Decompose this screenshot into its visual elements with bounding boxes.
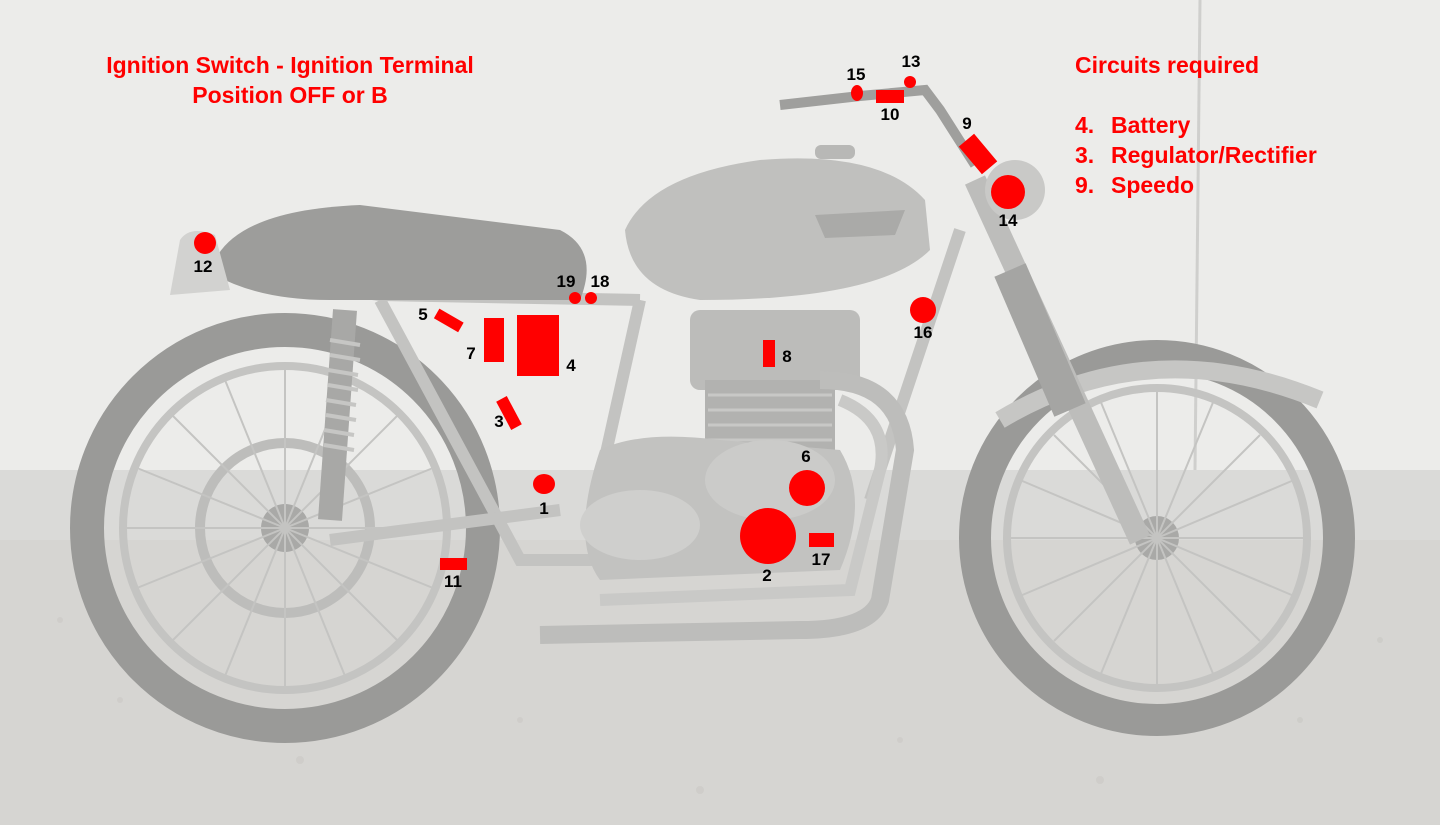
circuit-item: 3.Regulator/Rectifier [1075, 142, 1317, 168]
component-label: 5 [418, 305, 428, 324]
marker-10 [876, 90, 904, 103]
marker-7 [484, 318, 504, 362]
marker-16 [910, 297, 936, 323]
rear-wheel [70, 313, 500, 743]
component-label: 2 [762, 566, 772, 585]
front-wheel [959, 340, 1355, 736]
component-label: 10 [880, 105, 900, 124]
component-label: 1 [539, 499, 549, 518]
component-label: 13 [901, 52, 921, 71]
component-label: 8 [782, 347, 792, 366]
component-label: 16 [913, 323, 933, 342]
circuit-item: 9.Speedo [1075, 172, 1195, 198]
diagram-title: Ignition Switch - Ignition Terminal [106, 52, 474, 78]
diagram-subtitle: Position OFF or B [192, 82, 388, 108]
component-label: 7 [466, 344, 476, 363]
component-label: 17 [811, 550, 831, 569]
marker-17 [809, 533, 834, 547]
marker-11 [440, 558, 467, 570]
marker-9 [958, 133, 998, 175]
marker-3 [496, 396, 522, 430]
circuits-panel: Circuits required 4.Battery 3.Regulator/… [1075, 50, 1317, 200]
marker-5 [433, 308, 464, 333]
component-label: 12 [193, 257, 213, 276]
component-label: 9 [962, 114, 972, 133]
marker-18 [585, 292, 597, 304]
component-label: 4 [566, 356, 576, 375]
marker-2 [740, 508, 796, 564]
marker-15 [851, 85, 863, 101]
component-label: 3 [494, 412, 504, 431]
marker-8 [763, 340, 775, 367]
component-label: 11 [444, 572, 462, 591]
component-label: 15 [846, 65, 866, 84]
component-label: 14 [998, 211, 1018, 230]
circuits-heading: Circuits required [1075, 52, 1260, 78]
circuit-item: 4.Battery [1075, 112, 1191, 138]
marker-13 [904, 76, 916, 88]
marker-12 [194, 232, 216, 254]
marker-19 [569, 292, 581, 304]
component-label: 18 [590, 272, 610, 291]
marker-1 [533, 474, 555, 494]
component-label: 19 [556, 272, 576, 291]
marker-6 [789, 470, 825, 506]
component-label: 6 [801, 447, 811, 466]
marker-4 [517, 315, 559, 376]
marker-14 [991, 175, 1025, 209]
